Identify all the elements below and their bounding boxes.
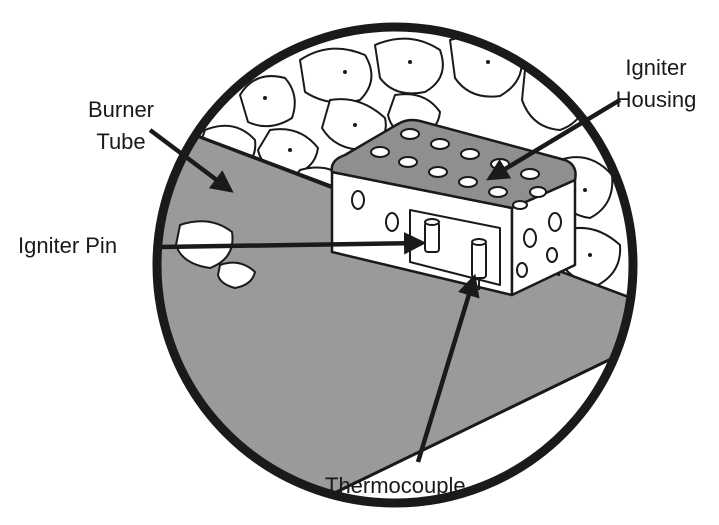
- magnified-view: [157, 27, 633, 503]
- label-igniter-housing: Igniter Housing: [596, 52, 716, 116]
- igniter-pin: [424, 218, 440, 253]
- label-burner-tube-line1: Burner: [87, 97, 155, 122]
- magnifier-ring: [152, 22, 638, 508]
- rock: [239, 75, 296, 128]
- burner-tube-arrow: [148, 128, 234, 193]
- label-burner-tube-line2: Tube: [96, 129, 146, 154]
- burner-tube-bottom-edge: [319, 338, 633, 502]
- label-igniter-housing-line2: Housing: [615, 87, 697, 112]
- igniter-housing-arrow: [486, 98, 622, 181]
- igniter-pin-arrow: [159, 232, 427, 255]
- label-burner-tube: Burner Tube: [66, 94, 176, 158]
- thermocouple-arrow: [415, 273, 480, 463]
- rock: [216, 261, 257, 290]
- label-igniter-pin: Igniter Pin: [18, 233, 118, 258]
- rock: [374, 37, 444, 95]
- label-thermocouple: Thermocouple: [325, 473, 466, 498]
- label-igniter-housing-line1: Igniter: [625, 55, 687, 80]
- thermocouple: [471, 238, 487, 290]
- leader-arrows: [148, 98, 622, 463]
- housing-side-holes: [351, 190, 562, 278]
- housing-top-holes: [370, 128, 547, 210]
- rock: [299, 47, 373, 104]
- housing-top: [330, 118, 577, 210]
